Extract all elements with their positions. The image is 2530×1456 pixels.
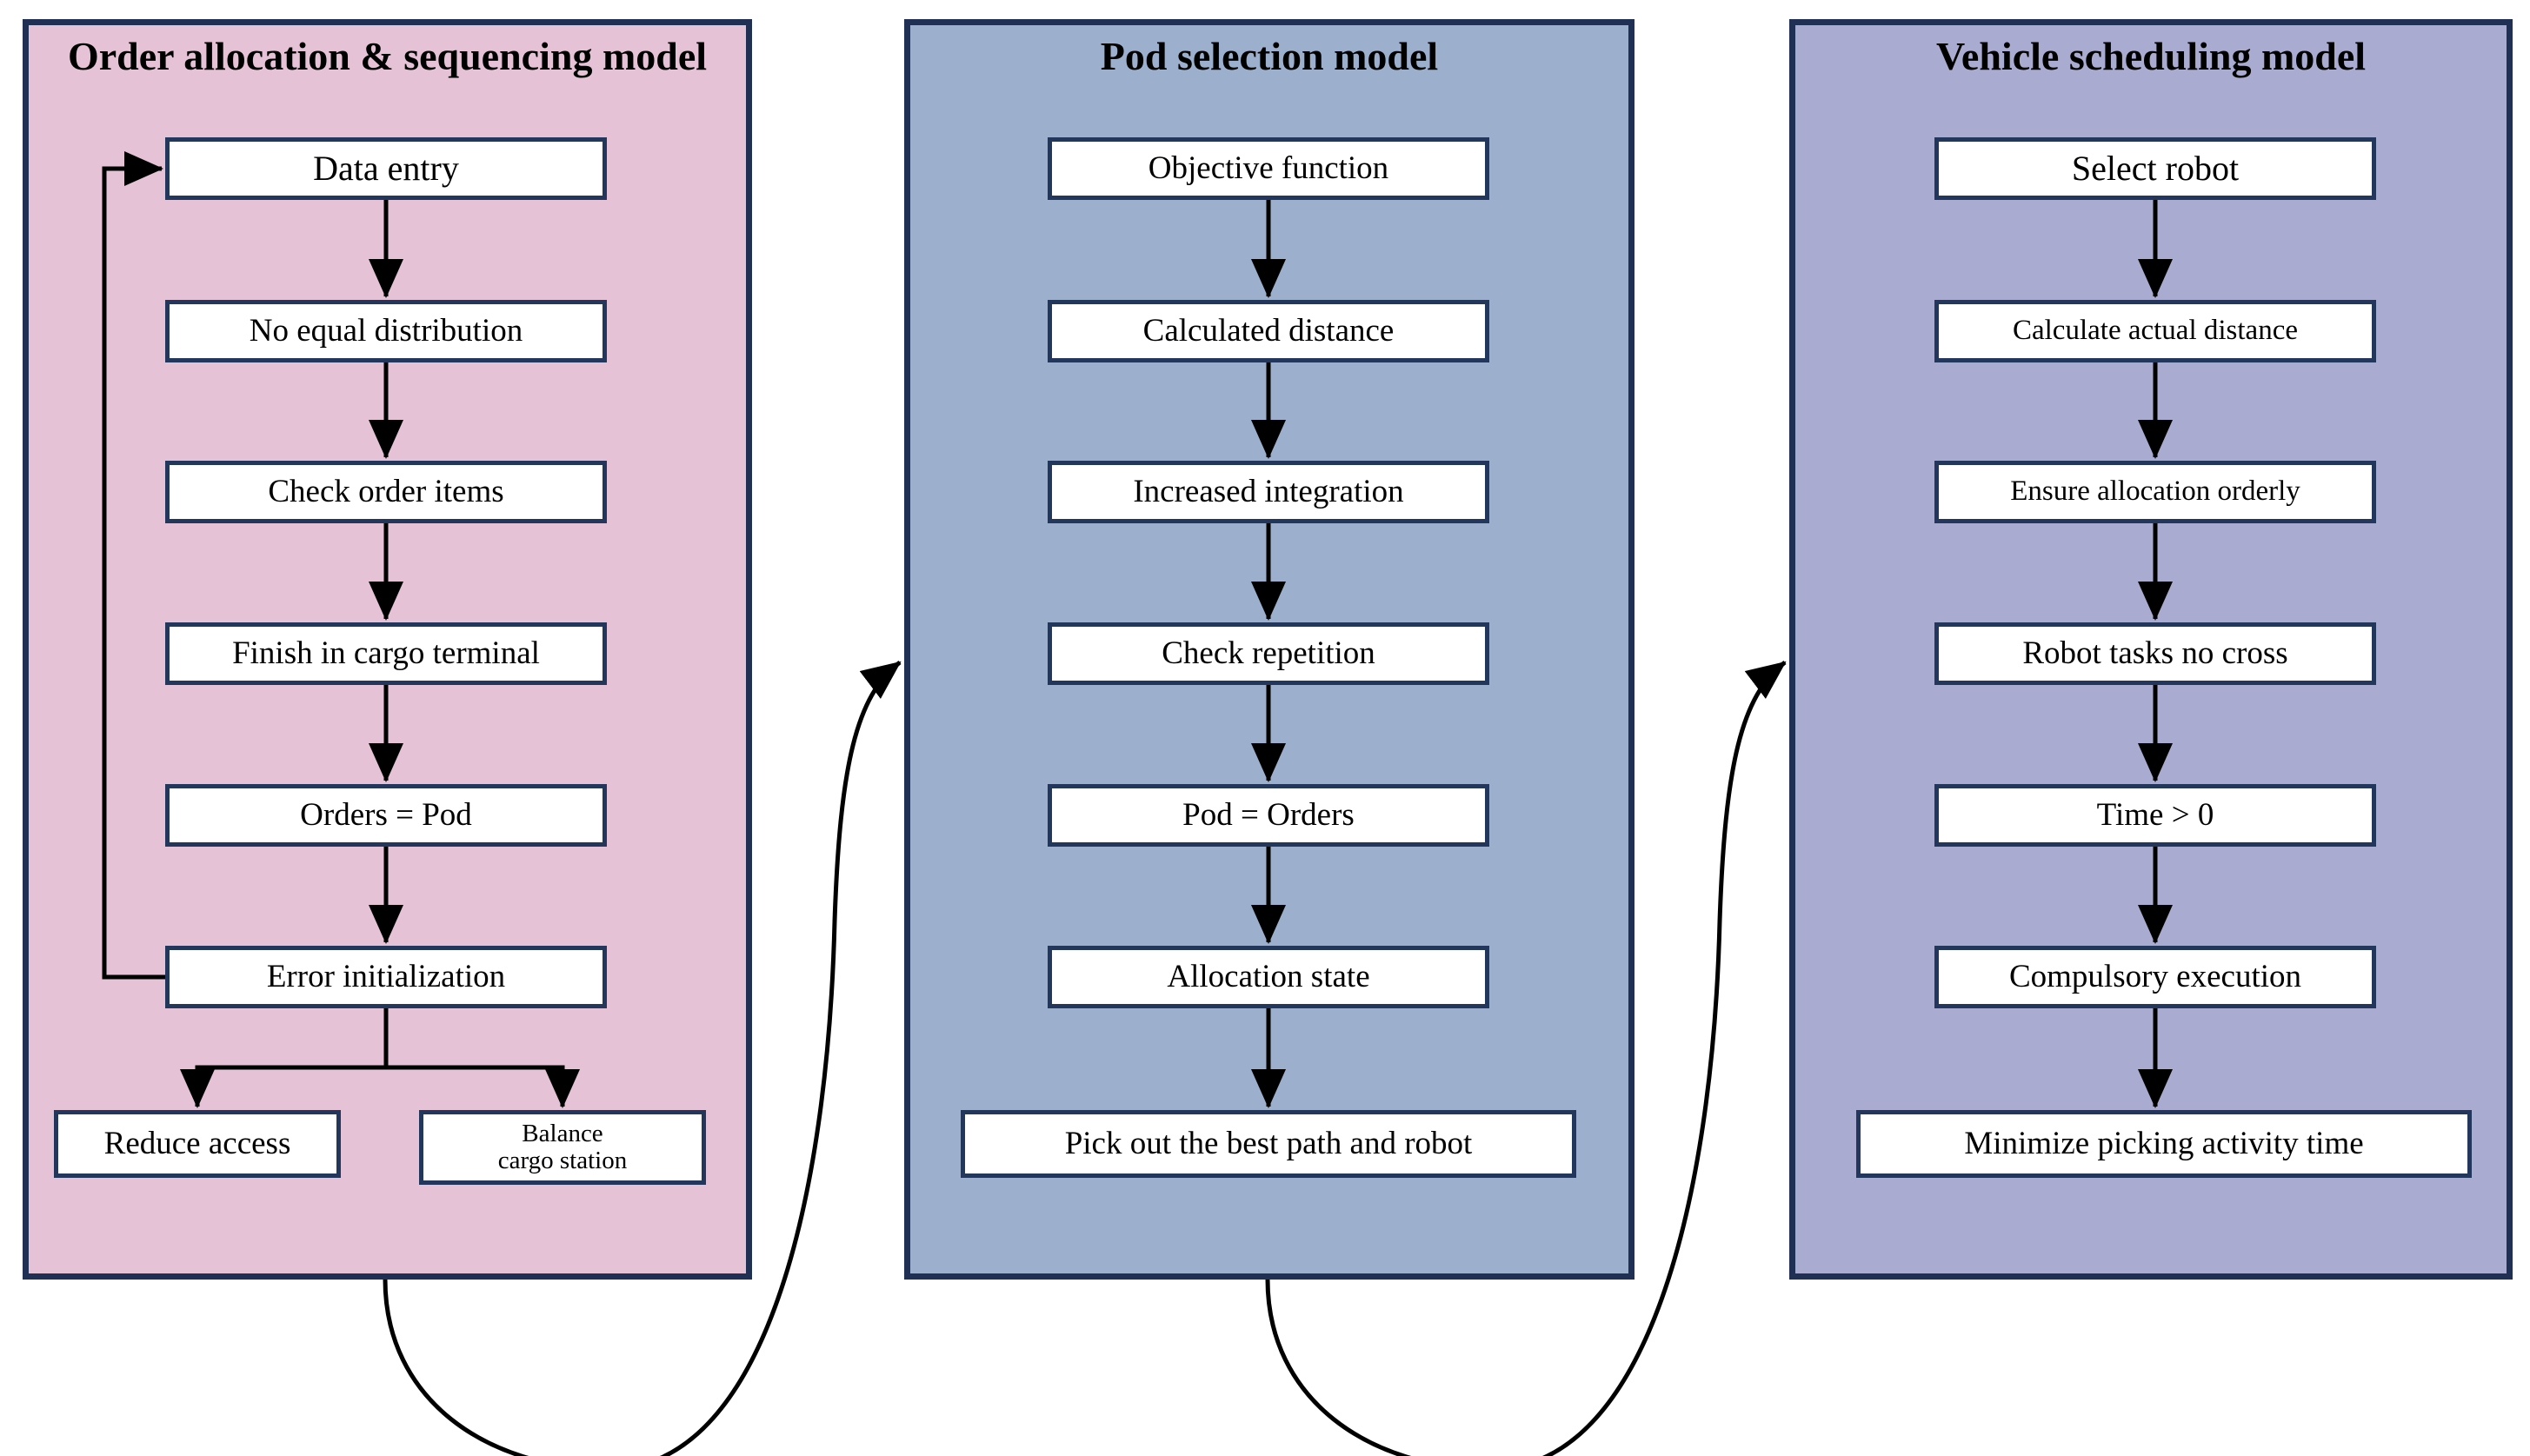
node-check-order-items-label: Check order items: [268, 474, 504, 510]
node-reduce-access-label: Reduce access: [103, 1126, 291, 1162]
node-error-initialization[interactable]: Error initialization: [165, 946, 607, 1008]
panel-pod-selection-title: Pod selection model: [1100, 34, 1439, 78]
node-data-entry-label: Data entry: [313, 149, 459, 189]
node-calculate-actual-distance[interactable]: Calculate actual distance: [1934, 300, 2376, 362]
node-calculate-actual-distance-label: Calculate actual distance: [2012, 315, 2298, 347]
node-balance-cargo-station[interactable]: Balance cargo station: [419, 1110, 706, 1185]
node-ensure-allocation-orderly-label: Ensure allocation orderly: [2010, 475, 2300, 508]
node-select-robot[interactable]: Select robot: [1934, 137, 2376, 200]
node-calculated-distance-label: Calculated distance: [1142, 313, 1395, 349]
node-finish-in-cargo-terminal-label: Finish in cargo terminal: [232, 635, 540, 672]
node-check-order-items[interactable]: Check order items: [165, 461, 607, 523]
node-calculated-distance[interactable]: Calculated distance: [1048, 300, 1489, 362]
node-reduce-access[interactable]: Reduce access: [54, 1110, 341, 1178]
node-compulsory-execution[interactable]: Compulsory execution: [1934, 946, 2376, 1008]
node-orders-equals-pod-label: Orders = Pod: [300, 797, 472, 834]
node-check-repetition[interactable]: Check repetition: [1048, 622, 1489, 685]
node-no-equal-distribution[interactable]: No equal distribution: [165, 300, 607, 362]
node-finish-in-cargo-terminal[interactable]: Finish in cargo terminal: [165, 622, 607, 685]
node-no-equal-distribution-label: No equal distribution: [249, 313, 523, 349]
node-time-greater-than-zero[interactable]: Time > 0: [1934, 784, 2376, 847]
node-increased-integration[interactable]: Increased integration: [1048, 461, 1489, 523]
node-minimize-picking-activity-time[interactable]: Minimize picking activity time: [1856, 1110, 2472, 1178]
node-error-initialization-label: Error initialization: [266, 959, 506, 995]
node-time-greater-than-zero-label: Time > 0: [2096, 797, 2214, 834]
node-robot-tasks-no-cross[interactable]: Robot tasks no cross: [1934, 622, 2376, 685]
node-objective-function-label: Objective function: [1148, 150, 1389, 187]
node-select-robot-label: Select robot: [2071, 149, 2240, 189]
panel-vehicle-scheduling-title: Vehicle scheduling model: [1935, 34, 2367, 78]
node-compulsory-execution-label: Compulsory execution: [2008, 959, 2302, 995]
node-check-repetition-label: Check repetition: [1162, 635, 1375, 672]
node-balance-cargo-station-label: Balance cargo station: [497, 1119, 628, 1174]
node-increased-integration-label: Increased integration: [1133, 474, 1404, 510]
panel-order-allocation-title: Order allocation & sequencing model: [67, 34, 708, 78]
node-pick-best-path-and-robot[interactable]: Pick out the best path and robot: [961, 1110, 1576, 1178]
node-minimize-picking-activity-time-label: Minimize picking activity time: [1964, 1126, 2364, 1162]
node-allocation-state[interactable]: Allocation state: [1048, 946, 1489, 1008]
node-orders-equals-pod[interactable]: Orders = Pod: [165, 784, 607, 847]
node-pick-best-path-and-robot-label: Pick out the best path and robot: [1064, 1126, 1473, 1162]
node-data-entry[interactable]: Data entry: [165, 137, 607, 200]
node-pod-equals-orders[interactable]: Pod = Orders: [1048, 784, 1489, 847]
node-robot-tasks-no-cross-label: Robot tasks no cross: [2022, 635, 2288, 672]
node-pod-equals-orders-label: Pod = Orders: [1182, 797, 1355, 834]
node-ensure-allocation-orderly[interactable]: Ensure allocation orderly: [1934, 461, 2376, 523]
node-objective-function[interactable]: Objective function: [1048, 137, 1489, 200]
node-allocation-state-label: Allocation state: [1167, 959, 1370, 995]
